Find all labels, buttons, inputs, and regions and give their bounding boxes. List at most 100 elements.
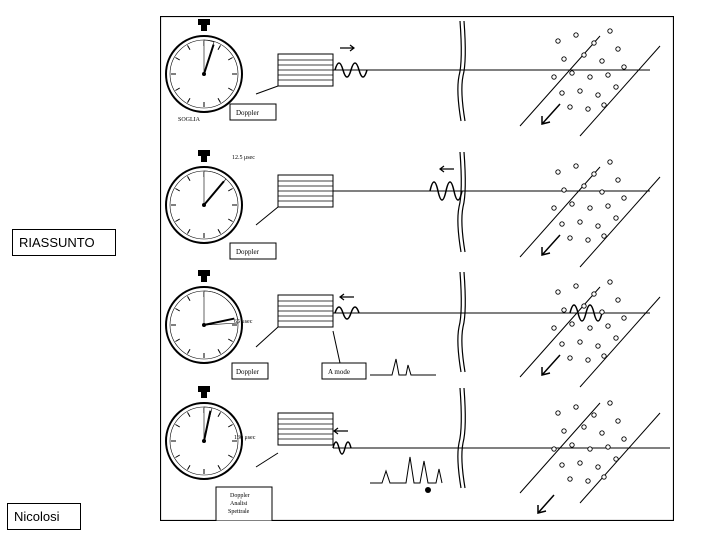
blood-cell: [591, 40, 597, 46]
blood-cell: [551, 446, 557, 452]
blood-cell: [601, 474, 607, 480]
time-label: 130 μsec: [234, 435, 256, 441]
blood-cell: [567, 235, 573, 241]
blood-cell: [561, 187, 567, 193]
flow-arrow-icon: [541, 234, 561, 256]
blood-cell: [567, 104, 573, 110]
spectral-trace: [370, 456, 443, 484]
blood-cell: [569, 70, 575, 76]
blood-cell: [607, 279, 613, 285]
figure-border: [160, 16, 674, 521]
doppler-diagram: SOGLIA Doppler: [160, 16, 674, 521]
panel-130-usec: 130 μsec Doppler Analisi Spettrale: [165, 386, 670, 521]
clock-tick: [227, 57, 233, 61]
vessel-wall: [457, 20, 466, 122]
blood-cell: [613, 215, 619, 221]
doppler-spectral-analysis-button[interactable]: [215, 486, 273, 521]
transducer-probe: [277, 412, 334, 446]
blood-cell: [551, 74, 557, 80]
a-mode-button[interactable]: [321, 362, 367, 380]
blood-cell: [561, 56, 567, 62]
clock-tick: [175, 218, 181, 222]
blood-cell: [559, 90, 565, 96]
clock-tick: [217, 228, 221, 234]
blood-cell: [591, 412, 597, 418]
blood-cell: [569, 442, 575, 448]
reflected-pulse: [569, 304, 603, 322]
time-label: 12.5 μsec: [232, 155, 255, 161]
panel-12-5-usec: 12.5 μsec Doppler: [165, 150, 661, 268]
blood-cell: [601, 353, 607, 359]
panel-threshold: SOGLIA Doppler: [165, 19, 661, 137]
blood-cell: [599, 430, 605, 436]
clock-tick: [227, 338, 233, 342]
doppler-button-label: Doppler: [230, 493, 250, 499]
transducer-probe: [277, 174, 334, 208]
blood-cell: [569, 321, 575, 327]
clock-hand: [203, 44, 215, 75]
vessel-wall: [457, 387, 466, 489]
clock-tick: [187, 296, 191, 302]
clock-tick: [175, 338, 181, 342]
clock-hand: [203, 317, 235, 326]
blood-cell: [555, 410, 561, 416]
blood-cell: [615, 177, 621, 183]
blood-cell: [585, 357, 591, 363]
blood-cell: [567, 476, 573, 482]
blood-cell: [605, 72, 611, 78]
clock-tick: [187, 412, 191, 418]
blood-cell: [591, 171, 597, 177]
doppler-button[interactable]: [231, 362, 269, 380]
flow-arrow-icon: [541, 103, 561, 125]
blood-cell: [561, 307, 567, 313]
blood-cell: [605, 444, 611, 450]
clock-tick: [175, 87, 181, 91]
ultrasound-pulse: [334, 62, 368, 78]
blood-cell: [599, 58, 605, 64]
stopwatch-icon: [165, 386, 243, 480]
blood-cell: [587, 74, 593, 80]
blood-cell: [613, 335, 619, 341]
blood-cells: [551, 400, 627, 484]
clock-hand: [203, 180, 225, 206]
blood-cell: [613, 84, 619, 90]
blood-cell: [585, 478, 591, 484]
stopwatch-icon: [165, 150, 243, 244]
vessel-wall: [457, 271, 466, 373]
blood-cell: [585, 237, 591, 243]
clock-tick: [217, 348, 221, 354]
blood-cell: [621, 436, 627, 442]
blood-vessel: [519, 402, 661, 504]
clock-tick: [175, 188, 181, 192]
blood-cell: [599, 309, 605, 315]
doppler-button[interactable]: [229, 103, 277, 121]
blood-vessel: [519, 166, 661, 268]
doppler-button-label: Doppler: [236, 248, 260, 256]
blood-cell: [551, 325, 557, 331]
doppler-button[interactable]: [229, 242, 277, 260]
blood-cell: [587, 325, 593, 331]
arrow-right-icon: [340, 44, 355, 52]
clock-tick: [175, 424, 181, 428]
clock-tick: [175, 57, 181, 61]
clock-tick: [217, 97, 221, 103]
arrow-left-icon: [333, 427, 348, 435]
doppler-button-label: Doppler: [236, 368, 260, 376]
blood-cell: [561, 428, 567, 434]
time-label: 65 μsec: [234, 319, 253, 325]
time-label: SOGLIA: [178, 117, 201, 123]
author-tag: Nicolosi: [7, 503, 81, 530]
blood-cell: [559, 462, 565, 468]
spettrale-label: Spettrale: [228, 509, 250, 515]
blood-cell: [555, 38, 561, 44]
blood-cell: [591, 291, 597, 297]
blood-cell: [605, 323, 611, 329]
blood-cell: [555, 169, 561, 175]
clock-tick: [217, 464, 221, 470]
blood-cell: [577, 339, 583, 345]
blood-vessel: [519, 35, 661, 137]
transducer-probe: [277, 294, 334, 328]
blood-cell: [607, 159, 613, 165]
blood-cell: [567, 355, 573, 361]
blood-cell: [573, 283, 579, 289]
